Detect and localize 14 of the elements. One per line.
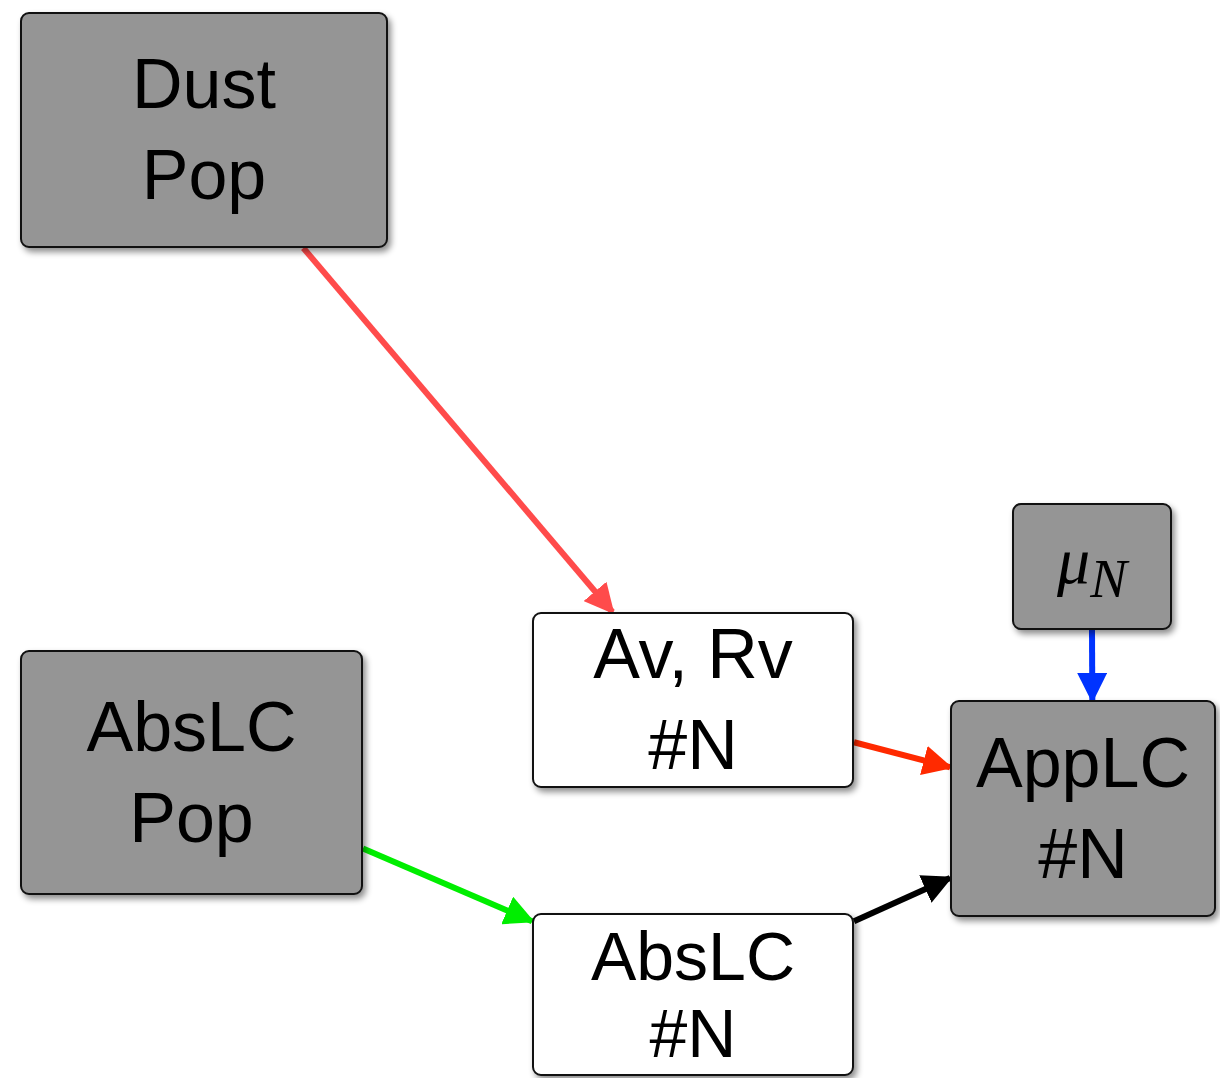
process-box <box>532 913 854 1076</box>
node-label: Av, Rv #N <box>592 614 794 786</box>
arrow <box>301 246 615 615</box>
process-box <box>950 700 1216 917</box>
node-label: Dust Pop <box>131 44 277 216</box>
process-box <box>20 650 363 895</box>
process-box <box>1012 503 1172 630</box>
arrow <box>1077 630 1108 703</box>
process-box <box>20 12 388 248</box>
process-box <box>532 612 854 788</box>
node-label: AbsLC Pop <box>85 686 298 859</box>
arrow <box>361 845 535 925</box>
node-label: AppLC #N <box>974 722 1191 895</box>
node-label: AbsLC #N <box>589 918 797 1071</box>
